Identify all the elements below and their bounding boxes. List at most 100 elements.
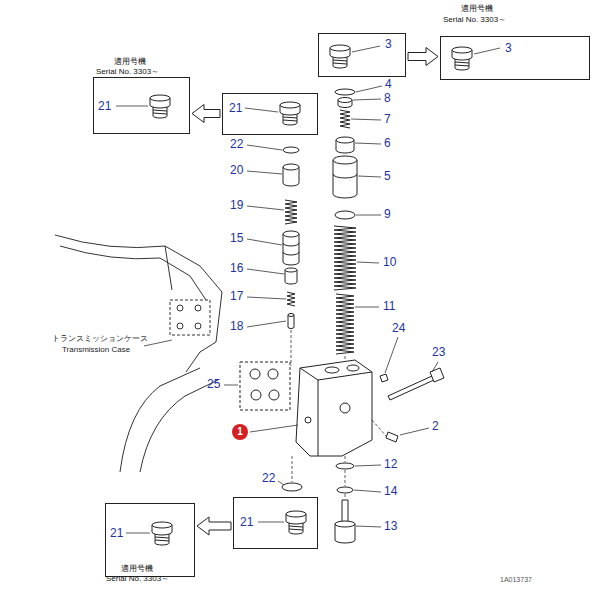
- callout-number: 5: [384, 170, 391, 184]
- leader: [247, 145, 282, 150]
- leader: [352, 46, 380, 52]
- callout-number: 21: [98, 100, 111, 114]
- leader: [354, 490, 381, 492]
- plug-3: [452, 47, 472, 70]
- leader: [224, 385, 238, 386]
- spool-15: [283, 243, 299, 255]
- bolt-23: [388, 376, 434, 400]
- plug-21: [152, 522, 172, 545]
- callout-number: 18: [230, 320, 243, 334]
- piston-5: [333, 174, 357, 178]
- seat-6: [336, 137, 354, 143]
- callout-number: 8: [384, 92, 391, 106]
- leader: [400, 428, 429, 435]
- serial-heading: 適用号機: [461, 4, 493, 13]
- washer-24: [380, 374, 388, 382]
- plug-21: [150, 95, 170, 118]
- callout-number: 15: [230, 232, 243, 246]
- ring-22: [283, 147, 299, 153]
- case-outline: [165, 246, 200, 372]
- port: [325, 367, 339, 373]
- spool-15: [283, 231, 299, 237]
- leader: [351, 119, 381, 120]
- inset-box: 21適用号機Serial No. 3303～: [105, 503, 195, 577]
- callout-number: 21: [229, 102, 242, 116]
- plug-13: [335, 521, 355, 527]
- plug-21: [286, 511, 306, 534]
- plug-8: [338, 98, 352, 103]
- callout-number: 11: [383, 300, 395, 314]
- callout-number: 23: [432, 346, 445, 360]
- valve-body: [296, 360, 372, 456]
- spring-11: [336, 294, 354, 354]
- transmission-case: [55, 235, 222, 472]
- ring-22: [282, 483, 302, 491]
- leader: [116, 106, 148, 107]
- leader: [355, 143, 381, 144]
- ring-12: [336, 463, 354, 469]
- leader: [247, 206, 284, 210]
- leader: [356, 526, 381, 527]
- bolt-hole: [195, 323, 201, 329]
- port: [347, 365, 359, 371]
- spring-7: [340, 110, 350, 128]
- inset-box: 適用号機Serial No. 3303～21: [93, 77, 190, 134]
- inset-box: 適用号機Serial No. 3303～3: [440, 36, 590, 80]
- callout-number: 21: [240, 516, 253, 530]
- parts: [240, 89, 444, 543]
- block-arrow: [408, 48, 438, 66]
- main-part-callout: 1: [232, 424, 248, 440]
- valve-body-edge: [300, 368, 372, 456]
- case-label: Transmission Case: [62, 345, 130, 354]
- leader: [247, 239, 282, 245]
- callout-number: 19: [230, 199, 243, 213]
- spring-10: [334, 226, 356, 290]
- callout-number: 12: [384, 458, 397, 472]
- port: [340, 403, 350, 413]
- leader: [474, 48, 500, 54]
- callout-number: 3: [385, 38, 392, 52]
- bolt-23-head: [430, 368, 444, 382]
- ring-9: [335, 211, 355, 219]
- spring-17: [287, 292, 295, 306]
- inset-box: 21: [222, 93, 318, 135]
- callout-number: 4: [385, 78, 392, 92]
- leader: [245, 108, 278, 112]
- callout-number: 3: [505, 42, 512, 56]
- port: [305, 417, 311, 423]
- inset-box: 21: [233, 497, 318, 549]
- serial-heading: 適用号機: [121, 564, 153, 573]
- serial-heading: Serial No. 3303～: [106, 574, 169, 583]
- leader: [356, 86, 382, 92]
- bolt-hole: [177, 323, 183, 329]
- leader-lines: [116, 46, 500, 533]
- drawing-number: 1A013737: [500, 576, 532, 584]
- piston-5: [333, 156, 357, 164]
- leader: [353, 99, 381, 100]
- callout-number: 16: [230, 262, 243, 276]
- callout-number: 7: [384, 113, 391, 127]
- leader: [432, 362, 438, 372]
- serial-heading: 適用号機: [114, 57, 146, 66]
- gasket-hole: [268, 369, 278, 379]
- gasket-hole: [250, 369, 260, 379]
- callout-number: 6: [384, 137, 391, 151]
- case-outline: [60, 246, 206, 300]
- leader: [250, 425, 298, 432]
- leader: [358, 176, 381, 177]
- case-label: トランスミッションケース: [52, 334, 148, 343]
- leader: [126, 533, 150, 534]
- callout-number: 13: [384, 520, 397, 534]
- leader: [247, 269, 284, 274]
- inset-box: 3: [318, 33, 406, 77]
- serial-heading: Serial No. 3303～: [96, 67, 159, 76]
- plug-13: [342, 500, 348, 522]
- callout-number: 9: [384, 208, 391, 222]
- case-outline: [120, 368, 200, 472]
- leader: [356, 215, 381, 216]
- leader: [385, 337, 398, 373]
- piston-5: [333, 160, 357, 198]
